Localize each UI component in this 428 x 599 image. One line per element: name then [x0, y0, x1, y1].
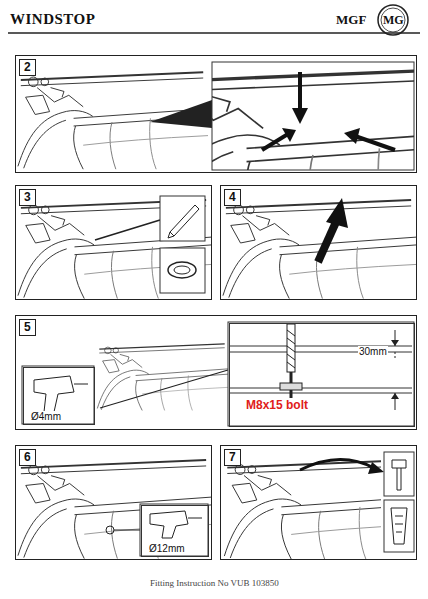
- step-number: 5: [19, 319, 36, 336]
- step-panel: 2: [15, 55, 417, 173]
- bolt-spec: M8x15 bolt: [244, 398, 310, 412]
- model-name: MGF: [336, 12, 366, 28]
- dimension-label: Ø12mm: [148, 543, 186, 555]
- footer-caption: Fitting Instruction No VUB 103850: [150, 578, 279, 588]
- page-title: WINDSTOP: [10, 11, 95, 28]
- step-panel: 6Ø12mm: [15, 445, 212, 560]
- dimension-label: 30mm: [358, 346, 388, 358]
- step-number: 6: [19, 449, 36, 466]
- step-number: 2: [19, 59, 36, 76]
- dimension-label: Ø4mm: [30, 411, 62, 423]
- step-panel: 7: [220, 445, 417, 560]
- detail-inset: 30mm: [229, 323, 415, 427]
- detail-inset: Ø4mm: [23, 367, 95, 425]
- step-panel: 4: [220, 185, 417, 300]
- detail-inset: Ø12mm: [141, 505, 209, 557]
- step-number: 7: [224, 449, 241, 466]
- step-number: 3: [19, 189, 36, 206]
- brand-logo: MG: [383, 13, 404, 28]
- step-panel: 3: [15, 185, 212, 300]
- step-number: 4: [224, 189, 241, 206]
- step-panel: 5Ø4mm 30mm: [15, 315, 417, 430]
